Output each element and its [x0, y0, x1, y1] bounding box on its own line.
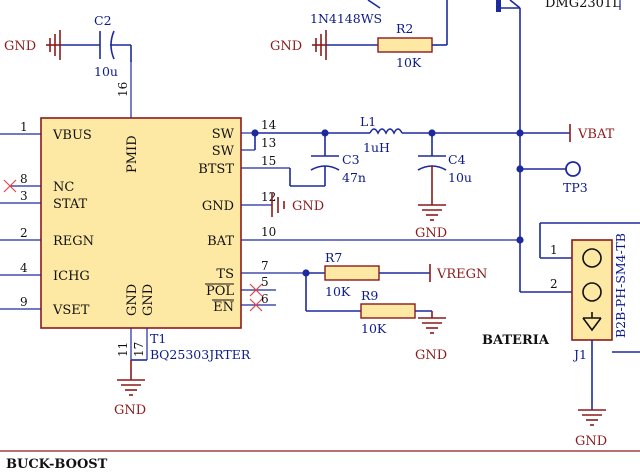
pin-label-btst: BTST — [198, 162, 234, 177]
pin-num-pmid: 16 — [116, 82, 130, 97]
gnd-symbol-j1 — [578, 409, 606, 426]
pin-num-sw13: 13 — [261, 136, 276, 150]
pin-label-sw14: SW — [212, 127, 235, 142]
pin-num-en: 6 — [261, 292, 269, 306]
pin-num-vbus: 1 — [20, 120, 28, 134]
gnd-label-r2: GND — [270, 39, 302, 54]
pin-num-pol: 5 — [261, 275, 269, 289]
pin-label-regn: REGN — [53, 234, 94, 249]
r9-ref: R9 — [361, 288, 378, 303]
l1-ref: L1 — [360, 114, 376, 129]
pin-num-gnd17: 17 — [132, 342, 146, 357]
transistor-part: DMG2301L — [545, 0, 621, 11]
gnd-label-r9: GND — [415, 348, 447, 363]
j1-body[interactable] — [571, 239, 613, 341]
vbat-label: VBAT — [577, 127, 615, 142]
ic-body[interactable] — [40, 117, 242, 329]
pol-en-no-connect-marks — [249, 283, 263, 312]
pin-label-sw13: SW — [212, 144, 235, 159]
ic-right-pins — [241, 132, 520, 306]
c2-ref: C2 — [94, 13, 112, 28]
nc-no-connect-mark — [3, 179, 17, 193]
r9-value: 10K — [361, 321, 387, 336]
pin-label-ichg: ICHG — [53, 269, 90, 284]
ic-ref: T1 — [150, 331, 166, 346]
pin-num-vset: 9 — [20, 295, 28, 309]
diode-part: 1N4148WS — [310, 11, 382, 26]
gnd-symbol-ic — [117, 360, 145, 396]
j1-shield-ground-icon — [582, 312, 602, 332]
r7-value: 10K — [325, 284, 351, 299]
pin-num-bat: 10 — [261, 225, 276, 239]
pin-label-stat: STAT — [53, 197, 88, 212]
gnd-symbol-r2 — [312, 30, 327, 60]
pin-label-vset: VSET — [52, 303, 90, 318]
pin-label-en: EN — [213, 300, 234, 315]
j1-pin2-circle — [582, 282, 602, 302]
gnd-symbol-r9 — [418, 311, 446, 334]
tp3-circle[interactable] — [565, 161, 581, 177]
gnd-symbol-c4 — [418, 166, 446, 221]
pin-label-gnd17: GND — [141, 284, 156, 316]
junction-tp3 — [516, 165, 524, 173]
r9-body[interactable] — [360, 303, 416, 319]
gnd-label-c2: GND — [4, 39, 36, 54]
l1-coil[interactable] — [369, 128, 403, 135]
tp3-ref: TP3 — [563, 180, 588, 195]
c3-ref: C3 — [342, 152, 360, 167]
battery-label: BATERIA — [482, 333, 550, 348]
pin-num-nc: 8 — [20, 172, 28, 186]
gnd-label-j1: GND — [575, 434, 607, 449]
j1-pin1-num: 1 — [550, 243, 558, 257]
r2-body[interactable] — [377, 37, 433, 53]
pin-num-sw14: 14 — [261, 118, 277, 132]
pin-num-btst: 15 — [261, 154, 276, 168]
pin-label-gnd11: GND — [125, 284, 140, 316]
pin-label-gnd12: GND — [202, 199, 234, 214]
pin-num-gnd11: 11 — [116, 342, 130, 357]
r7-ref: R7 — [325, 250, 342, 265]
diode-lead — [367, 0, 381, 9]
j1-part: B2B-PH-SM4-TB — [613, 233, 628, 338]
pin-num-gnd12: 12 — [261, 190, 276, 204]
j1-ref: J1 — [572, 347, 587, 362]
ic-part: BQ25303JRTER — [150, 347, 251, 362]
transistor-top — [496, 0, 521, 240]
r7-body[interactable] — [324, 265, 380, 281]
vregn-label: VREGN — [436, 267, 487, 282]
pin-label-bat: BAT — [207, 234, 234, 249]
gnd-label-pin12: GND — [292, 199, 324, 214]
j1-pin1-circle — [582, 248, 602, 268]
pin-label-pmid: PMID — [125, 135, 140, 173]
gnd-symbol-pin12 — [271, 193, 285, 217]
ic-left-pins — [0, 133, 41, 310]
pin-num-stat: 3 — [20, 189, 28, 203]
c2-value: 10u — [94, 64, 118, 79]
l1-value: 1uH — [363, 140, 390, 155]
r2-ref: R2 — [396, 21, 413, 36]
gnd-label-ic: GND — [114, 403, 146, 418]
pin-num-ts: 7 — [261, 259, 269, 273]
gnd-symbol-c2 — [46, 30, 61, 60]
pin-label-ts: TS — [216, 267, 234, 282]
block-title: BUCK-BOOST — [6, 457, 108, 472]
gnd-label-c4: GND — [415, 226, 447, 241]
c4-value: 10u — [448, 170, 472, 185]
c4-ref: C4 — [448, 152, 466, 167]
c3-value: 47n — [342, 170, 366, 185]
pin-label-pol: POL — [206, 284, 234, 299]
pin-label-nc: NC — [53, 180, 74, 195]
pin-label-vbus: VBUS — [52, 128, 92, 143]
j1-pin2-num: 2 — [550, 277, 558, 291]
pin-num-regn: 2 — [20, 226, 28, 240]
r2-value: 10K — [396, 55, 422, 70]
pin-num-ichg: 4 — [20, 261, 28, 275]
